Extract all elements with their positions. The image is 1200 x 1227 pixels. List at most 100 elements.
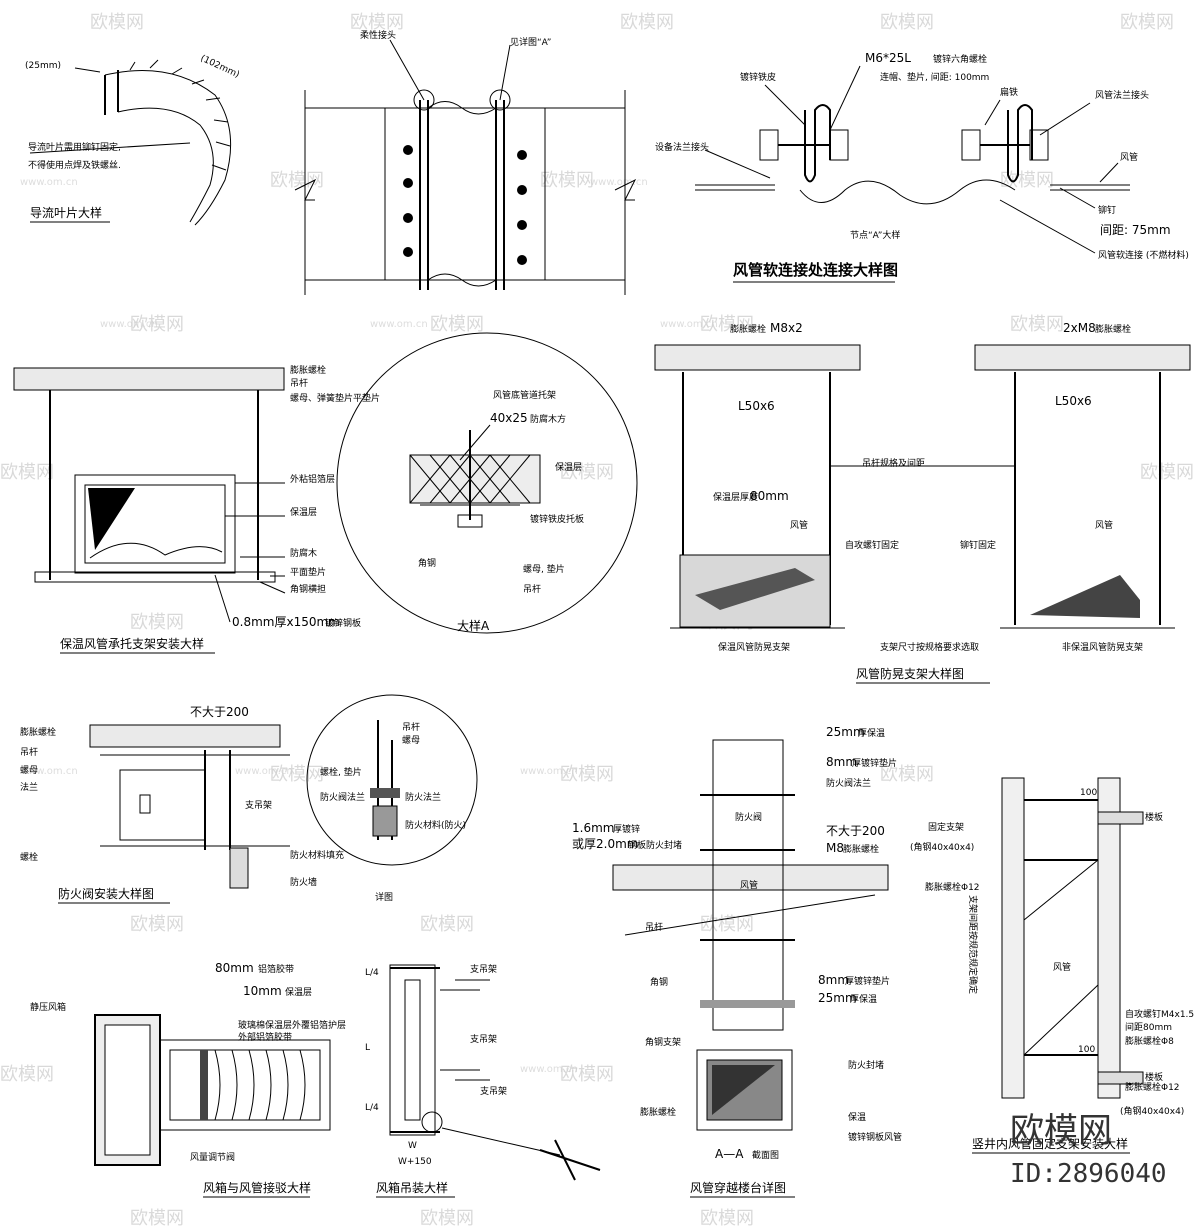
fire-flange-label: 防火阀法兰 [826,777,871,789]
box-hanging: L/4 L L/4 W W+150 支吊架 支吊架 支吊架 风箱吊装大样 [365,963,601,1198]
floor-bolt: M8 [826,841,844,855]
detail-a-galv: 镀锌铁皮托板 [530,513,584,525]
insul-dim: 10mm [243,984,282,998]
non-insulated-sway-subtitle: 非保温风管防晃支架 [1062,641,1143,653]
sheet-b-note: 厚镀锌垫片 [845,975,890,987]
watermark-text: 欧模网 [560,1064,614,1085]
rod-spec-note: 吊杆规格及间距 [862,457,925,469]
box-support-3: 支吊架 [480,1085,507,1097]
watermark-url: www.om.cn [520,1064,578,1075]
bolt-spec: M6*25L [865,51,911,65]
screw-fix-label: 自攻螺钉固定 [845,539,899,551]
shaft-angle-b: (角钢40x40x4) [1120,1105,1184,1117]
anti-sway-title: 风管防晃支架大样图 [856,666,964,681]
watermark-text: 欧模网 [130,914,184,935]
support-label-4: 外粘铝箔层 [290,473,335,485]
fire-damper-label-4: 法兰 [20,781,38,793]
floor-angle-tag: 角钢 [650,976,668,988]
fire-damper-label-3: 螺母 [20,765,38,776]
shaft-fix-label: 固定支架 [928,821,964,833]
bracket-size-note: 支架尺寸按规格要求选取 [880,641,979,653]
shaft-dim-100b: 100 [1078,1045,1095,1055]
support-label-7: 平面垫片 [290,566,326,578]
bolt-spacing-note: 连帽、垫片, 间距: 100mm [880,71,989,83]
fire-damper-install: 不大于200 膨胀螺栓 吊杆 螺母 法兰 螺栓 支吊架 防火材料填充 防火墙 防… [20,705,344,904]
watermark-text: 欧模网 [700,314,754,335]
watermark-url: www.om.cn [660,319,718,330]
fire-damper-label-2: 吊杆 [20,746,38,758]
hanger-label-1: 吊杆 [402,721,420,733]
shaft-side-text: 支架间距按规范规定确定 [967,895,979,994]
bottom-insul-note: 厚保温 [850,993,877,1005]
shaft-dim-100a: 100 [1080,788,1097,798]
support-label-6: 防腐木 [290,547,317,559]
gap-dim: 不大于200 [826,824,885,838]
insulated-duct-support: 膨胀螺栓 吊杆 螺母、弹簧垫片平垫片 外粘铝箔层 保温层 防腐木 平面垫片 角钢… [13,364,380,654]
top-insul-note: 厚保温 [858,727,885,739]
plate-a-note: 厚镀锌 [613,823,640,835]
plate-b-note: 钢板防火封堵 [628,839,682,851]
anti-sway-support: M8x2 膨胀螺栓 L50x6 2xM8 膨胀螺栓 L50x6 吊杆规格及间距 … [654,321,1191,684]
flex-material-label: 风管软连接 (不燃材料) [1098,249,1189,261]
watermark-text: 欧模网 [880,12,934,33]
box-conn-title: 风箱与风管接驳大样 [203,1180,311,1195]
node-a-detail: M6*25L 镀锌六角螺栓 连帽、垫片, 间距: 100mm 镀锌铁皮 扁铁 风… [655,51,1189,283]
box-note-3: 风量调节阀 [190,1152,235,1163]
shaft-floor-top: 楼板 [1145,811,1163,823]
galv-plate-note: 镀锌钢板 [325,617,361,629]
sheet-b-dim: 8mm [818,973,849,987]
plate-a-dim: 1.6mm [572,821,614,835]
detail-a-title: 大样A [457,618,490,633]
box-dim-w: W [408,1141,417,1151]
wood-dim: 40x25 [490,411,528,425]
top-insul-dim: 25mm [826,725,865,739]
watermark-text: 欧模网 [420,914,474,935]
anchor-bolt-spec: M8x2 [770,321,803,335]
floor-rod-tag: 吊杆 [645,921,663,933]
detail-a-circle: 风管底管道托架 40x25 防腐木方 保温层 镀锌铁皮托板 角钢 螺母, 垫片 … [336,332,638,634]
shaft-support: 100 固定支架 (角钢40x40x4) 膨胀螺栓Φ12 风管 支架间距按规范规… [910,777,1194,1154]
bottom-insul-dim: 25mm [818,991,857,1005]
shaft-bolt-bot: 膨胀螺栓Φ12 [1125,1081,1180,1093]
watermark-text: 欧模网 [430,314,484,335]
watermark-text: 欧模网 [0,1064,54,1085]
watermark-text: 欧模网 [700,1208,754,1227]
section-label-2: 膨胀螺栓 [640,1106,676,1118]
watermark-text: 欧模网 [1140,462,1194,483]
watermark-text: 欧模网 [350,12,404,33]
flat-iron-label: 扁铁 [1000,86,1018,98]
insulation-thickness: 80mm [750,489,789,503]
shaft-angle-label: (角钢40x40x4) [910,841,974,853]
galv-plate-dim: 0.8mm厚x150mm [232,615,340,629]
shaft-title: 竖井内风管固定支架安装大样 [972,1136,1128,1151]
watermark-text: 欧模网 [1120,12,1174,33]
watermark-text: 欧模网 [270,764,324,785]
box-support-1: 支吊架 [470,963,497,975]
watermark-text: 欧模网 [620,12,674,33]
box-dim-l4: L/4 [365,968,379,978]
equip-flange-label: 设备法兰接头 [655,141,709,153]
vane-note-2: 不得使用点焊及铁螺丝. [28,159,121,171]
shaft-screw-note: 间距80mm [1125,1021,1172,1033]
hanger-caption: 详图 [375,891,393,903]
hanger-label-5: 防火法兰 [405,791,441,803]
detail-a-rod: 吊杆 [523,583,541,595]
anchor-bolt-spec-r: 2xM8 [1063,321,1096,335]
support-label-8: 角钢横担 [290,583,326,595]
hanger-label-4: 防火阀法兰 [320,791,365,803]
shaft-bolt-top: 膨胀螺栓Φ12 [925,881,980,893]
corner-watermark: 欧模网 ID:2896040 [1010,1111,1167,1189]
rivet-fix-label: 铆钉固定 [960,539,996,551]
duct-label-right: 风管 [1095,519,1113,531]
hanger-label-2: 螺母 [402,735,420,746]
tape-note: 铝箔胶带 [258,963,294,975]
section-label: A—A [715,1147,744,1161]
section-label-5: 镀锌钢板风管 [848,1131,902,1143]
plate-b-dim: 或厚2.0mm [572,837,638,851]
support-label-2: 吊杆 [290,377,308,389]
box-note-1: 玻璃棉保温层外覆铝箔护层 [238,1019,346,1031]
hanger-detail-circle: 吊杆 螺母 螺栓, 垫片 防火阀法兰 防火法兰 防火材料(防火) 详图 [306,694,478,903]
shaft-floor-bot: 楼板 [1145,1071,1163,1083]
watermark-text: 欧模网 [1010,314,1064,335]
